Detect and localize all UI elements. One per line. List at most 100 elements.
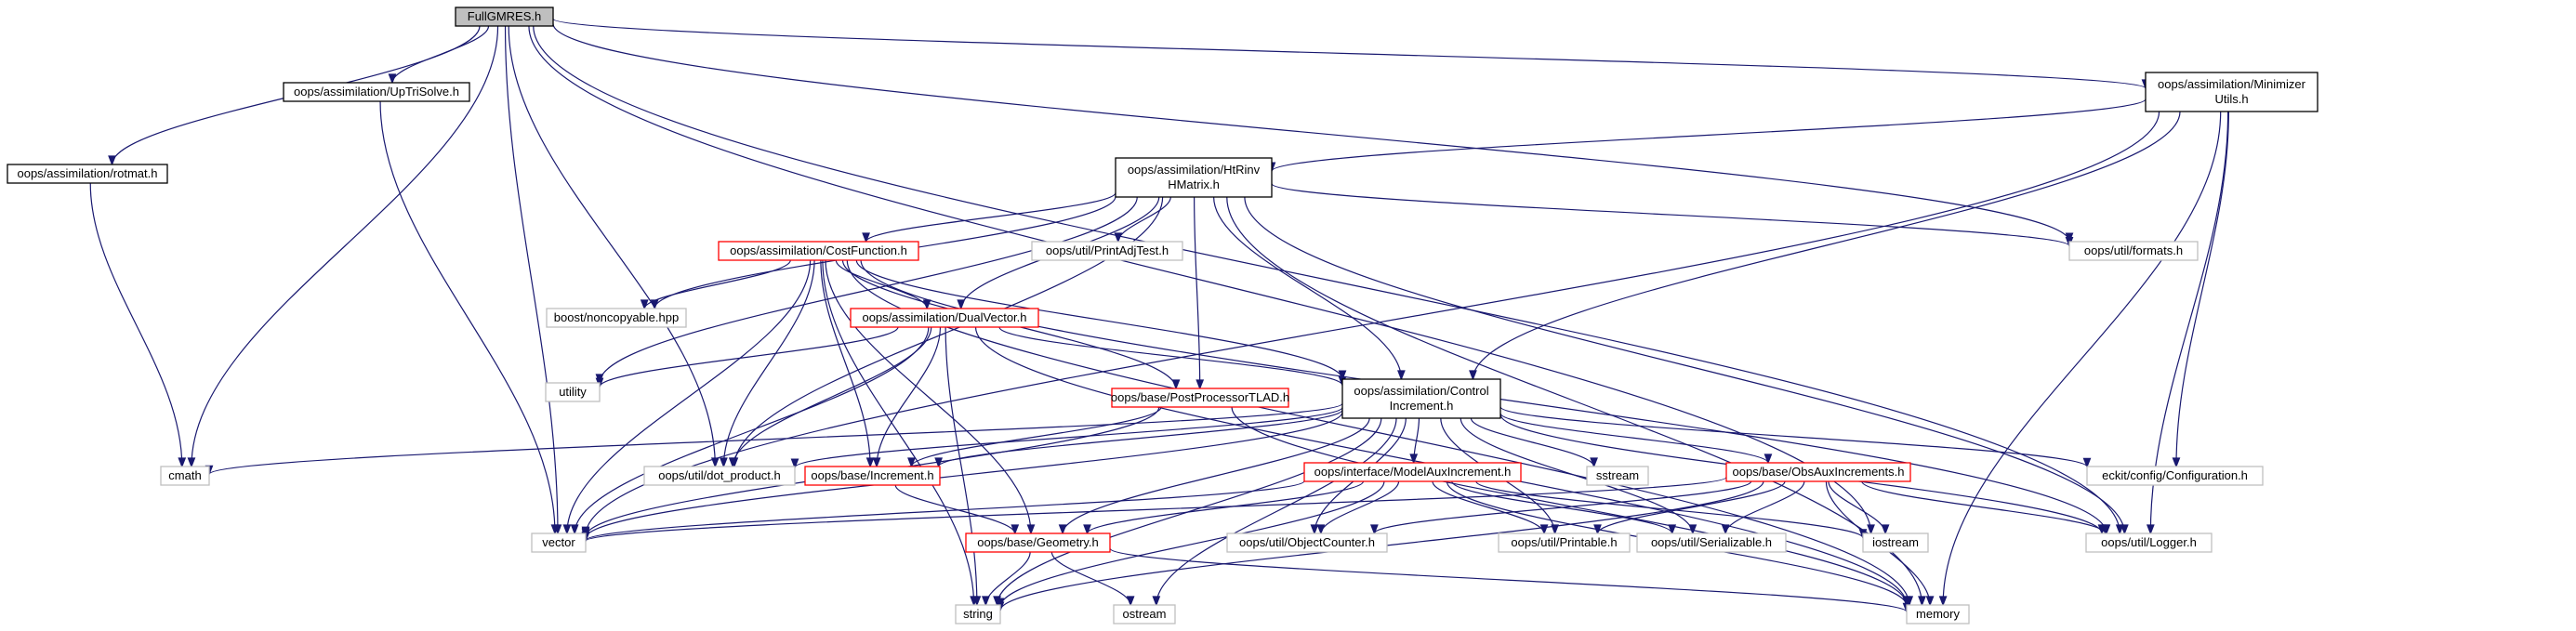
controlincrement-node-label: Increment.h [1390, 399, 1454, 413]
postprocessortlad-node-label: oops/base/PostProcessorTLAD.h [1111, 390, 1289, 404]
rotmat-node[interactable]: oops/assimilation/rotmat.h [7, 164, 168, 184]
dualvector-node[interactable]: oops/assimilation/DualVector.h [850, 308, 1039, 328]
fullgmres-node[interactable]: FullGMRES.h [455, 7, 554, 27]
postprocessortlad-node[interactable]: oops/base/PostProcessorTLAD.h [1111, 388, 1289, 408]
memory-node-label: memory [1916, 607, 1960, 621]
dot-product-node-box [643, 466, 796, 486]
edge-full_gmres-to-formats [552, 23, 2070, 243]
eckit-configuration-node-box [2086, 466, 2264, 486]
uptrisolve-node-box [283, 82, 470, 102]
sstream-node: sstream [1586, 466, 1649, 486]
edge-ctrlinc-to-serializable [1460, 417, 1694, 534]
sstream-node-label: sstream [1596, 468, 1639, 482]
edge-full_gmres-to-iostream [528, 25, 1872, 534]
edge-modelaux-to-vector [585, 480, 1305, 542]
edge-costfn-to-string [822, 259, 975, 606]
formats-node-box [2068, 241, 2199, 261]
utility-node-label: utility [559, 385, 587, 399]
cmath-node-label: cmath [168, 468, 201, 482]
memory-node-box [1906, 604, 1970, 624]
sstream-node-box [1586, 466, 1649, 486]
arrowhead-modelaux-to-memory [1902, 597, 1911, 608]
arrowhead-htrinv-to-logger [2120, 524, 2129, 535]
edge-full_gmres-to-minutils [552, 18, 2147, 89]
edge-modelaux-to-objcounter [1320, 480, 1400, 534]
edge-increment-to-geometry [894, 484, 1016, 534]
printadjtest-node-box [1031, 241, 1183, 261]
arrowhead-ctrlinc-to-printable [1551, 524, 1559, 535]
arrowhead-htrinv-to-dualvec [957, 299, 966, 310]
edge-ctrlinc-to-ostream [1156, 417, 1397, 606]
edge-htrinv-to-ctrlinc [1213, 196, 1402, 380]
modelauxincrement-node[interactable]: oops/interface/ModelAuxIncrement.h [1303, 462, 1522, 482]
edge-costfn-to-dualvec [835, 259, 928, 309]
rotmat-node-box [7, 164, 168, 184]
arrowhead-costfn-to-pptlad [1171, 379, 1181, 390]
arrowhead-full_gmres-to-cmath [187, 457, 196, 468]
printable-node: oops/util/Printable.h [1498, 532, 1631, 553]
edge-costfn-to-ctrlinc [855, 259, 1343, 380]
edge-geometry-to-memory [1109, 547, 1908, 612]
obsauxincrements-node-box [1725, 462, 1911, 482]
edge-costfn-to-vector [566, 259, 812, 534]
iostream-node-label: iostream [1872, 535, 1919, 549]
arrowhead-minutils-to-logger [2146, 524, 2155, 535]
arrowhead-modelaux-to-geometry [1083, 524, 1091, 535]
edge-minutils-to-eckit [2175, 111, 2229, 467]
memory-node: memory [1906, 604, 1970, 624]
noncopyable-node: boost/noncopyable.hpp [546, 308, 687, 328]
noncopyable-node-box [546, 308, 687, 328]
arrowhead-dualvec-to-string [972, 596, 982, 607]
objectcounter-node-label: oops/util/ObjectCounter.h [1239, 535, 1375, 549]
modelauxincrement-node-label: oops/interface/ModelAuxIncrement.h [1314, 465, 1512, 479]
edge-dualvec-to-increment [876, 326, 942, 467]
htrinvhmatrix-node-label: HMatrix.h [1168, 177, 1220, 191]
edge-full_gmres-to-vector [504, 25, 559, 534]
edge-ctrlinc-to-obsaux [1499, 413, 1769, 464]
objectcounter-node: oops/util/ObjectCounter.h [1226, 532, 1388, 553]
edge-geometry-to-ostream [1050, 551, 1131, 606]
edge-minutils-to-ctrlinc [1472, 111, 2181, 380]
edge-dualvec-to-string [945, 326, 978, 606]
dualvector-node-label: oops/assimilation/DualVector.h [862, 310, 1026, 324]
edge-ctrlinc-to-eckit [1499, 406, 2088, 467]
string-node-label: string [963, 607, 993, 621]
uptrisolve-node[interactable]: oops/assimilation/UpTriSolve.h [283, 82, 470, 102]
geometry-node[interactable]: oops/base/Geometry.h [965, 532, 1111, 553]
edge-ctrlinc-to-sstream [1470, 417, 1595, 467]
serializable-node-box [1636, 532, 1787, 553]
eckit-configuration-node-label: eckit/config/Configuration.h [2102, 468, 2248, 482]
arrowhead-ctrlinc-to-sstream [1590, 457, 1598, 468]
printadjtest-node: oops/util/PrintAdjTest.h [1031, 241, 1183, 261]
minimizerutils-node-label: oops/assimilation/Minimizer [2158, 77, 2306, 91]
dualvector-node-box [850, 308, 1039, 328]
edge-costfn-to-geometry [825, 259, 1032, 534]
arrowhead-obsaux-to-serializable [1721, 524, 1730, 535]
edge-full_gmres-to-logger [533, 25, 2120, 534]
controlincrement-node-label: oops/assimilation/Control [1354, 384, 1488, 398]
edges-layer [89, 18, 2229, 613]
formats-node: oops/util/formats.h [2068, 241, 2199, 261]
utility-node-box [545, 382, 601, 402]
arrowhead-ctrlinc-to-serializable [1688, 524, 1698, 535]
serializable-node-label: oops/util/Serializable.h [1651, 535, 1772, 549]
arrowhead-rotmat-to-cmath [178, 457, 187, 468]
htrinvhmatrix-node-box [1115, 157, 1273, 198]
edge-htrinv-to-dotprod [733, 196, 1164, 467]
edge-obsaux-to-vector [585, 477, 1727, 542]
obsauxincrements-node[interactable]: oops/base/ObsAuxIncrements.h [1725, 462, 1911, 482]
printable-node-label: oops/util/Printable.h [1511, 535, 1617, 549]
costfunction-node[interactable]: oops/assimilation/CostFunction.h [718, 241, 919, 261]
arrowhead-pptlad-to-increment [907, 457, 916, 468]
increment-node-label: oops/base/Increment.h [811, 468, 933, 482]
arrowhead-dualvec-to-increment [872, 457, 881, 468]
printadjtest-node-label: oops/util/PrintAdjTest.h [1046, 243, 1169, 257]
edge-ctrlinc-to-cmath [208, 402, 1343, 475]
fullgmres-node-box [455, 7, 554, 27]
increment-node[interactable]: oops/base/Increment.h [804, 466, 941, 486]
obsauxincrements-node-label: oops/base/ObsAuxIncrements.h [1733, 465, 1905, 479]
vector-node: vector [531, 532, 587, 553]
